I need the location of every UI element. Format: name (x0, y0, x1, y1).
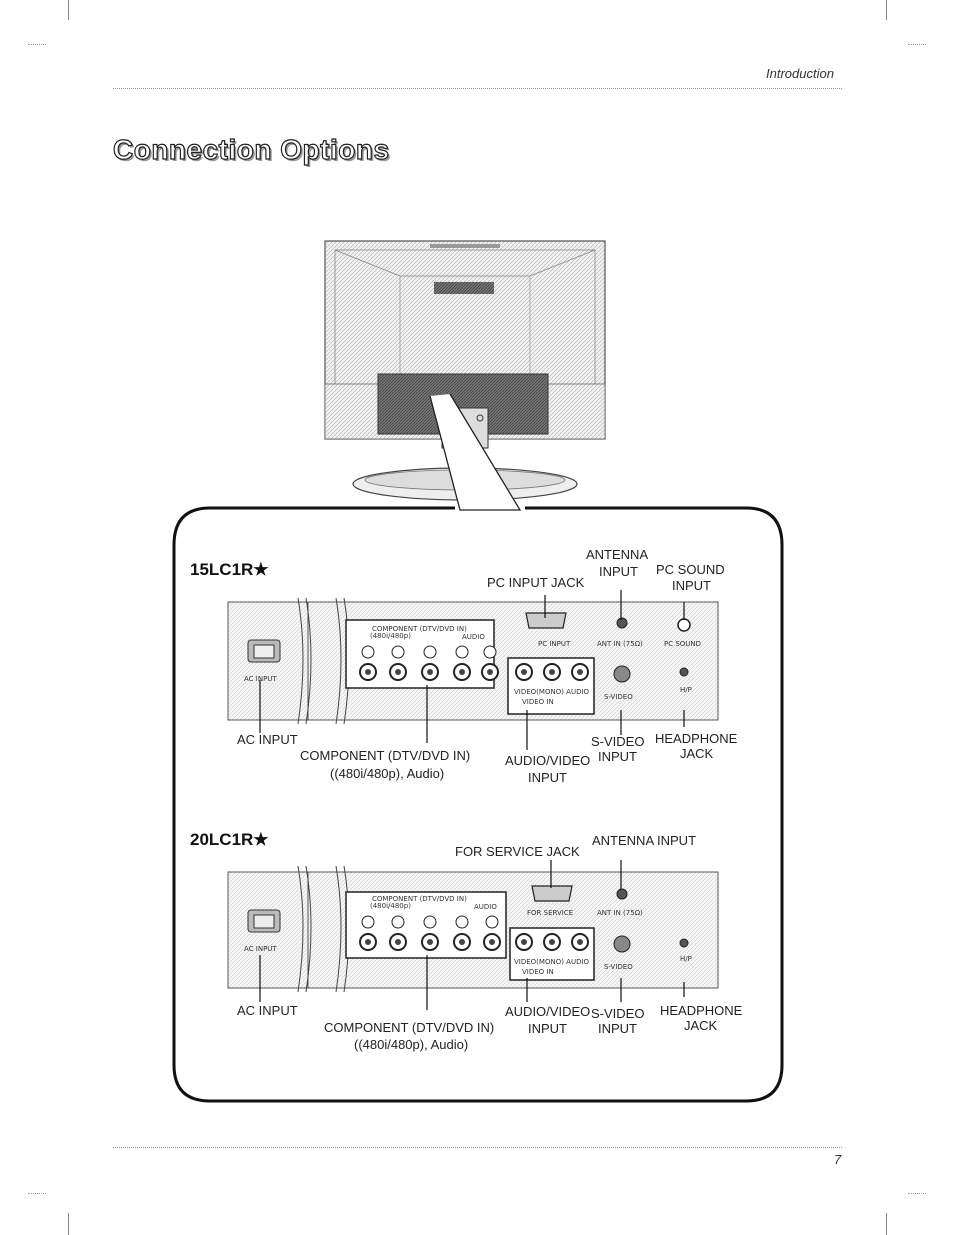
label-headphone: HEADPHONE (655, 731, 738, 746)
printed-svideo: S-VIDEO (604, 963, 633, 971)
printed-ant-in: ANT IN (75Ω) (597, 909, 643, 917)
label-audio-video: AUDIO/VIDEO (505, 753, 591, 768)
label-ac-input: AC INPUT (237, 1003, 298, 1018)
label-antenna: ANTENNA (586, 547, 649, 562)
tv-rear-illustration (324, 240, 606, 511)
crop-mark (886, 1213, 887, 1235)
page-title: Connection Options (112, 133, 390, 165)
printed-pc-sound: PC SOUND (664, 640, 702, 648)
printed-ac-input: AC INPUT (244, 945, 277, 953)
printed-audio: AUDIO (474, 903, 497, 911)
label-component-sub: ((480i/480p), Audio) (330, 766, 445, 781)
label-antenna-input: ANTENNA INPUT (592, 833, 697, 848)
label-audio-video-input: INPUT (528, 1021, 567, 1036)
label-svideo: S-VIDEO (591, 1006, 645, 1021)
printed-pc-input: PC INPUT (538, 640, 571, 648)
label-antenna-input: INPUT (599, 564, 638, 579)
label-ac-input: AC INPUT (237, 732, 298, 747)
printed-video-in: VIDEO IN (522, 698, 554, 706)
section-header: Introduction (766, 66, 834, 81)
label-headphone-jack: JACK (680, 746, 714, 761)
printed-video-in: VIDEO IN (522, 968, 554, 976)
printed-video-mono-audio: VIDEO(MONO) AUDIO (514, 958, 590, 966)
crop-mark (28, 44, 46, 45)
panel-15lc1r-diagram (227, 598, 719, 725)
crop-mark (908, 1193, 926, 1194)
leader-lines-15 (259, 590, 685, 750)
label-svideo: S-VIDEO (591, 734, 645, 749)
printed-audio: AUDIO (462, 633, 485, 641)
printed-resolution: (480i/480p) (370, 902, 411, 910)
printed-video-mono-audio: VIDEO(MONO) AUDIO (514, 688, 590, 696)
printed-ac-input: AC INPUT (244, 675, 277, 683)
label-svideo-input: INPUT (598, 1021, 637, 1036)
label-component: COMPONENT (DTV/DVD IN) (300, 748, 471, 763)
label-pc-sound: PC SOUND (656, 562, 725, 577)
panel-20lc1r-diagram (227, 866, 719, 993)
label-pc-sound-input: INPUT (672, 578, 711, 593)
label-svideo-input: INPUT (598, 749, 637, 764)
label-audio-video: AUDIO/VIDEO (505, 1004, 591, 1019)
label-headphone: HEADPHONE (660, 1003, 743, 1018)
crop-mark (886, 0, 887, 20)
label-headphone-jack: JACK (684, 1018, 718, 1033)
printed-ant-in: ANT IN (75Ω) (597, 640, 643, 648)
label-audio-video-input: INPUT (528, 770, 567, 785)
crop-mark (68, 0, 69, 20)
page-number: 7 (834, 1152, 842, 1167)
label-component: COMPONENT (DTV/DVD IN) (324, 1020, 495, 1035)
model-20lc1r: 20LC1R★ (190, 830, 269, 849)
header-rule (113, 88, 842, 89)
printed-hp: H/P (680, 955, 692, 963)
callout-frame (172, 506, 784, 1103)
crop-mark (68, 1213, 69, 1235)
label-for-service-jack: FOR SERVICE JACK (455, 844, 580, 859)
printed-svideo: S-VIDEO (604, 693, 633, 701)
footer-rule (113, 1147, 842, 1148)
label-pc-input-jack: PC INPUT JACK (487, 575, 585, 590)
printed-component: COMPONENT (DTV/DVD IN) (372, 895, 467, 903)
crop-mark (28, 1193, 46, 1194)
printed-for-service: FOR SERVICE (527, 909, 574, 917)
printed-resolution: (480i/480p) (370, 632, 411, 640)
label-component-sub: ((480i/480p), Audio) (354, 1037, 469, 1052)
printed-component: COMPONENT (DTV/DVD IN) (372, 625, 467, 633)
model-15lc1r: 15LC1R★ (190, 560, 269, 579)
leader-lines-20 (259, 860, 685, 1010)
printed-hp: H/P (680, 686, 692, 694)
crop-mark (908, 44, 926, 45)
